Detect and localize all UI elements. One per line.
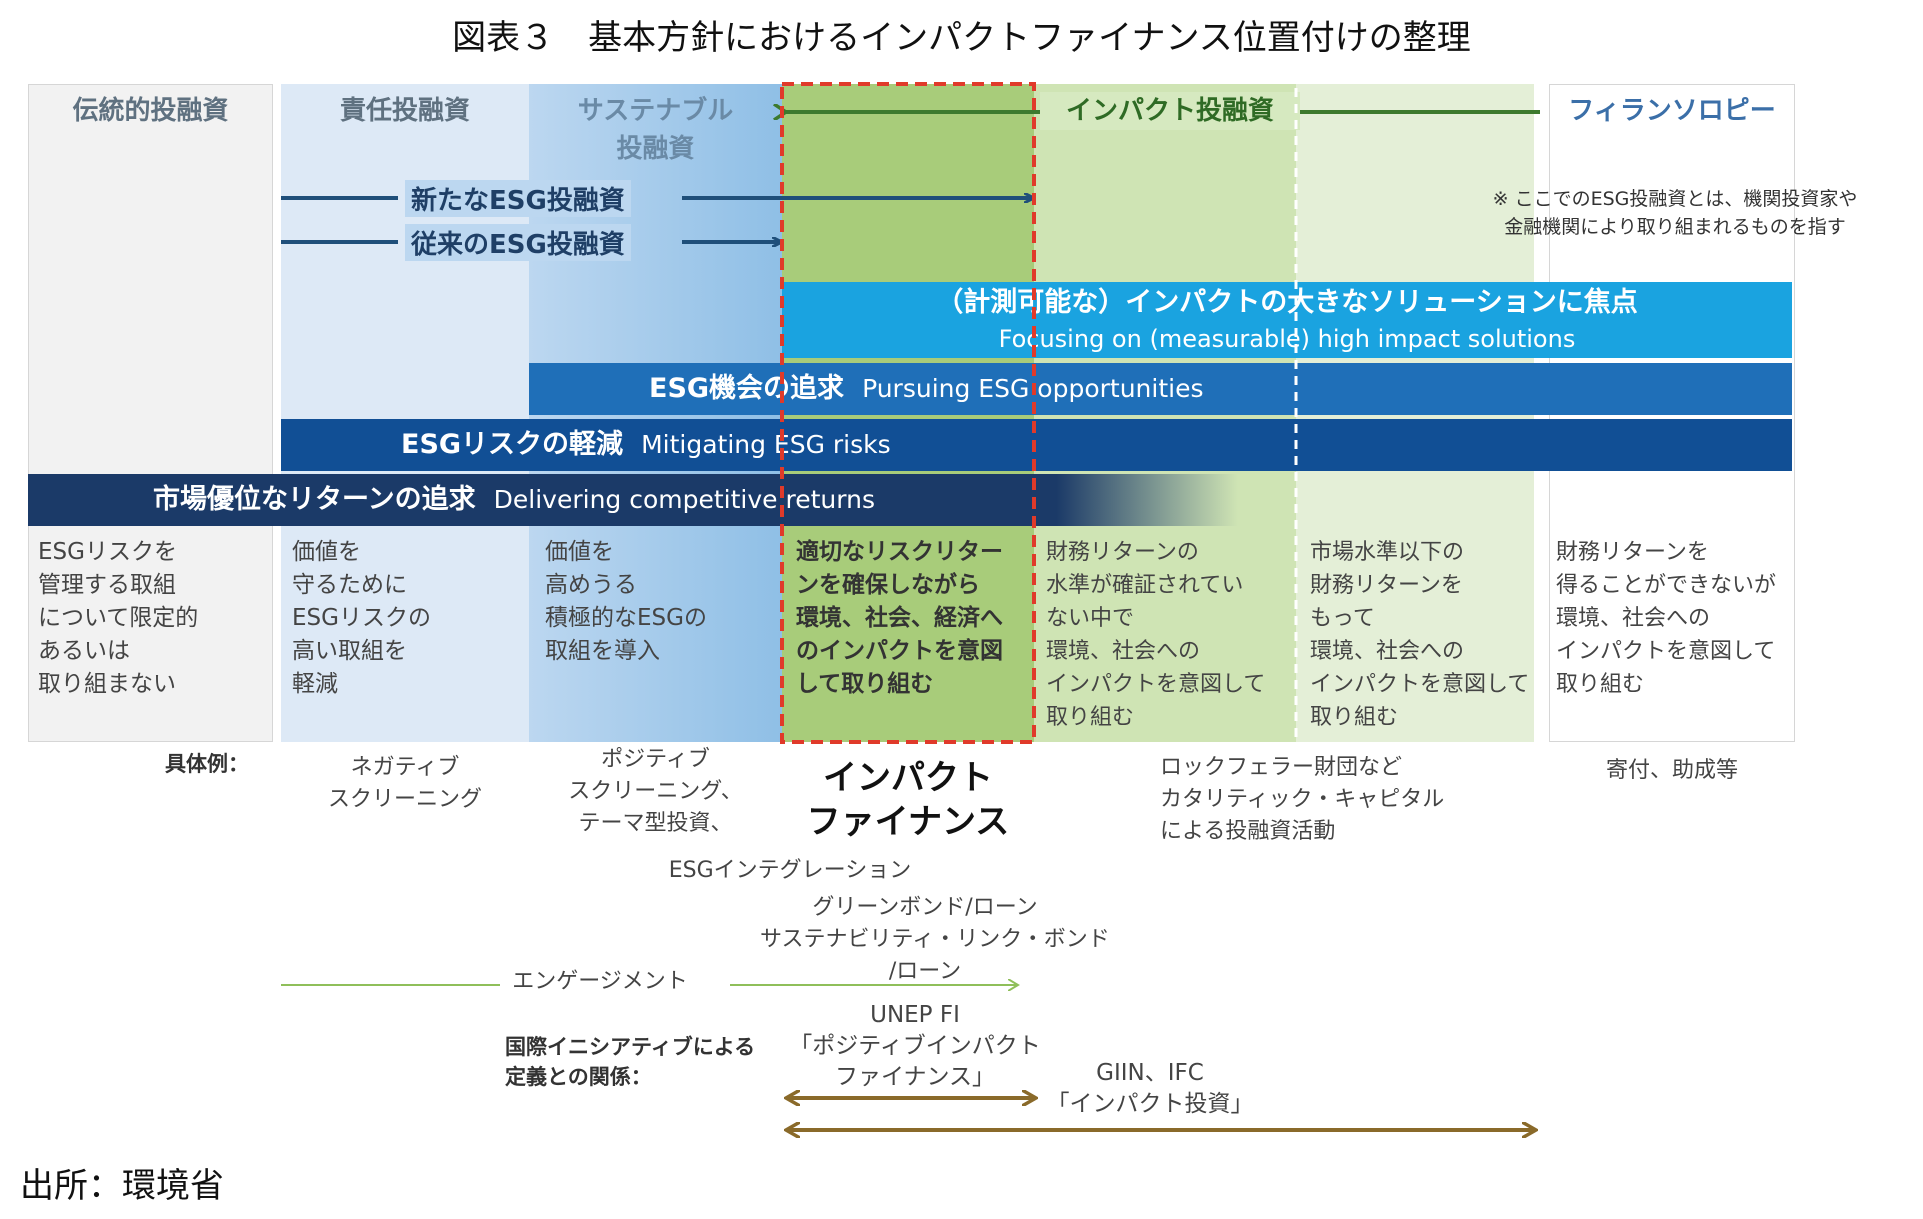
bar-high-impact-en: Focusing on (measurable) high impact sol…	[998, 325, 1576, 353]
bar-high-impact-jp: （計測可能な）インパクトの大きなソリューションに焦点	[936, 287, 1638, 318]
esg-integration-label: ESGインテグレーション	[668, 858, 912, 883]
figure-title: 図表３ 基本方針におけるインパクトファイナンス位置付けの整理	[452, 18, 1471, 58]
impact-finance-highlight	[780, 82, 1036, 744]
old-esg-label: 従来のESG投融資	[405, 224, 631, 261]
example-philanthropy: 寄付、助成等	[1605, 758, 1738, 783]
column-traditional-bg	[28, 84, 273, 742]
column-sustainable-head: サステナブル 投融資	[577, 96, 734, 164]
green-bond-label: グリーンボンド/ローン サステナビリティ・リンク・ボンド /ローン	[760, 895, 1110, 984]
impact-investment-head: インパクト投融資	[1040, 92, 1300, 130]
note-text: ※ ここでのESG投融資とは、機関投資家や 金融機関により取り組まれるものを指す	[1492, 188, 1858, 238]
source-text: 出所：環境省	[20, 1166, 224, 1206]
column-impact-b-desc: 市場水準以下の 財務リターンを もって 環境、社会への インパクトを意図して 取…	[1310, 540, 1530, 730]
column-responsible-desc: 価値を 守るために ESGリスクの 高い取組を 軽減	[292, 539, 431, 697]
column-traditional-desc: ESGリスクを 管理する取組 について限定的 あるいは 取り組まない	[38, 539, 199, 697]
column-traditional-head: 伝統的投融資	[72, 96, 229, 126]
example-sustainable: ポジティブ スクリーニング、 テーマ型投資、	[568, 747, 743, 836]
unep-label: UNEP FI 「ポジティブインパクト ファイナンス」	[789, 1002, 1041, 1090]
bar-competitive-returns-en: Delivering competitive returns	[493, 485, 875, 514]
column-philanthropy-desc: 財務リターンを 得ることができないが 環境、社会への インパクトを意図して 取り…	[1556, 540, 1777, 697]
column-responsible-head: 責任投融資	[339, 96, 470, 126]
example-impact-b: ロックフェラー財団など カタリティック・キャピタル による投融資活動	[1160, 755, 1445, 844]
column-sustainable-desc: 価値を 高めうる 積極的なESGの 取組を導入	[545, 539, 707, 664]
column-impact-a-desc: 財務リターンの 水準が確証されてい ない中で 環境、社会への インパクトを意図し…	[1046, 540, 1266, 730]
example-responsible: ネガティブ スクリーニング	[327, 755, 482, 812]
bar-esg-opportunities-jp: ESG機会の追求	[649, 373, 845, 404]
examples-label: 具体例：	[165, 752, 249, 776]
column-impact-finance-desc: 適切なリスクリター ンを確保しながら 環境、社会、経済へ のインパクトを意図 し…	[796, 539, 1003, 697]
new-esg-label: 新たなESG投融資	[405, 180, 631, 217]
bar-esg-risks-jp: ESGリスクの軽減	[401, 429, 624, 460]
column-philanthropy-head: フィランソロピー	[1568, 96, 1776, 126]
bar-competitive-returns-jp: 市場優位なリターンの追求	[153, 484, 476, 515]
bar-esg-risks: ESGリスクの軽減 Mitigating ESG risks	[281, 419, 1792, 471]
bar-competitive-returns: 市場優位なリターンの追求 Delivering competitive retur…	[28, 474, 1238, 526]
engagement-label: エンゲージメント	[500, 966, 700, 998]
example-impact-finance: インパクト ファイナンス	[806, 758, 1010, 842]
giin-label: GIIN、IFC 「インパクト投資」	[1046, 1060, 1254, 1117]
bar-esg-risks-en: Mitigating ESG risks	[641, 430, 891, 459]
bar-high-impact: （計測可能な）インパクトの大きなソリューションに焦点 Focusing on (…	[782, 282, 1792, 358]
intl-initiatives-label: 国際イニシアティブによる 定義との関係：	[505, 1035, 756, 1089]
